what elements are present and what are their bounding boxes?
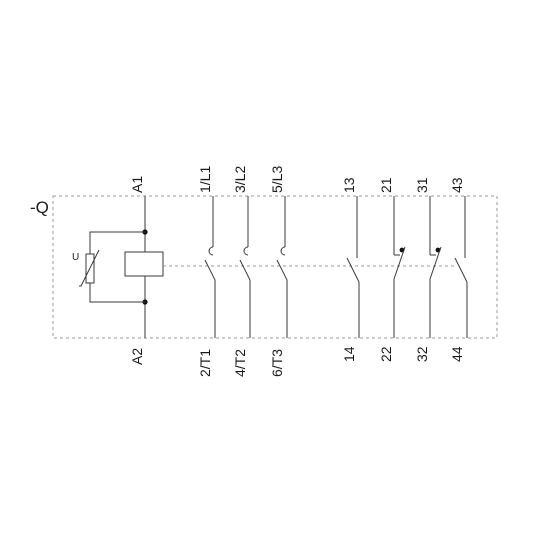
- varistor: [85, 253, 95, 284]
- aux-contact-13-14: 13 14: [341, 177, 360, 362]
- pole-1-bottom-label: 2/T1: [197, 349, 213, 377]
- aux-22-label: 22: [378, 346, 394, 362]
- aux-44-label: 44: [449, 346, 465, 362]
- device-boundary: [52, 195, 498, 339]
- main-pole-3: 5/L3 6/T3: [269, 166, 288, 377]
- pole-3-top-label: 5/L3: [269, 166, 285, 193]
- main-pole-1: 1/L1 2/T1: [197, 166, 216, 377]
- pole-2-top-label: 3/L2: [232, 166, 248, 193]
- varistor-slash: [79, 249, 100, 287]
- aux-43-label: 43: [449, 177, 465, 193]
- main-pole-2: 3/L2 4/T2: [232, 166, 251, 377]
- aux-contact-21-22: 21 22: [378, 177, 406, 362]
- coil-circuit: U A1 A2: [72, 176, 164, 365]
- coil: [124, 251, 164, 277]
- aux-14-label: 14: [341, 346, 357, 362]
- aux-contact-43-44: 43 44: [449, 177, 468, 362]
- pole-2-bottom-label: 4/T2: [232, 349, 248, 377]
- coil-terminal-a2: A2: [129, 348, 145, 365]
- device-designation: -Q: [30, 198, 49, 217]
- aux-31-label: 31: [414, 177, 430, 193]
- coil-terminal-a1: A1: [129, 176, 145, 193]
- pole-1-top-label: 1/L1: [197, 166, 213, 193]
- aux-contact-31-32: 31 32: [414, 177, 442, 362]
- aux-21-label: 21: [378, 177, 394, 193]
- aux-13-label: 13: [341, 177, 357, 193]
- varistor-symbol: U: [72, 252, 79, 263]
- pole-3-bottom-label: 6/T3: [269, 349, 285, 377]
- aux-32-label: 32: [414, 346, 430, 362]
